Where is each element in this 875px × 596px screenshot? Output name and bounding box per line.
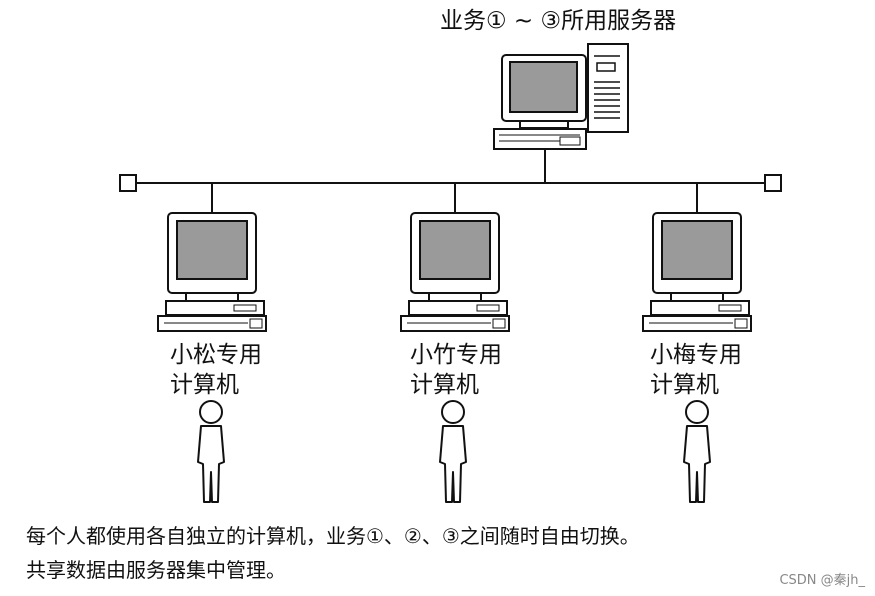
network-bus — [119, 149, 782, 213]
client-label-take: 小竹专用 计算机 — [410, 342, 502, 398]
server-screen — [509, 61, 578, 113]
client-computer-ume — [642, 212, 752, 332]
caption-line-2: 共享数据由服务器集中管理。 — [26, 558, 286, 582]
client-label-ume: 小梅专用 计算机 — [650, 342, 742, 398]
user-figure-take — [439, 400, 467, 503]
user-figure-ume — [683, 400, 711, 503]
user-figure-komatsu — [197, 400, 225, 503]
bus-terminator-right — [764, 174, 782, 192]
client-label-komatsu: 小松专用 计算机 — [170, 342, 262, 398]
client-computer-komatsu — [157, 212, 267, 332]
server-label: 业务① ~ ③所用服务器 — [440, 8, 677, 34]
bus-terminator-left — [119, 174, 137, 192]
server-computer — [493, 43, 629, 150]
caption-line-1: 每个人都使用各自独立的计算机，业务①、②、③之间随时自由切换。 — [26, 524, 640, 548]
client-computer-take — [400, 212, 510, 332]
watermark: CSDN @秦jh_ — [779, 573, 865, 588]
